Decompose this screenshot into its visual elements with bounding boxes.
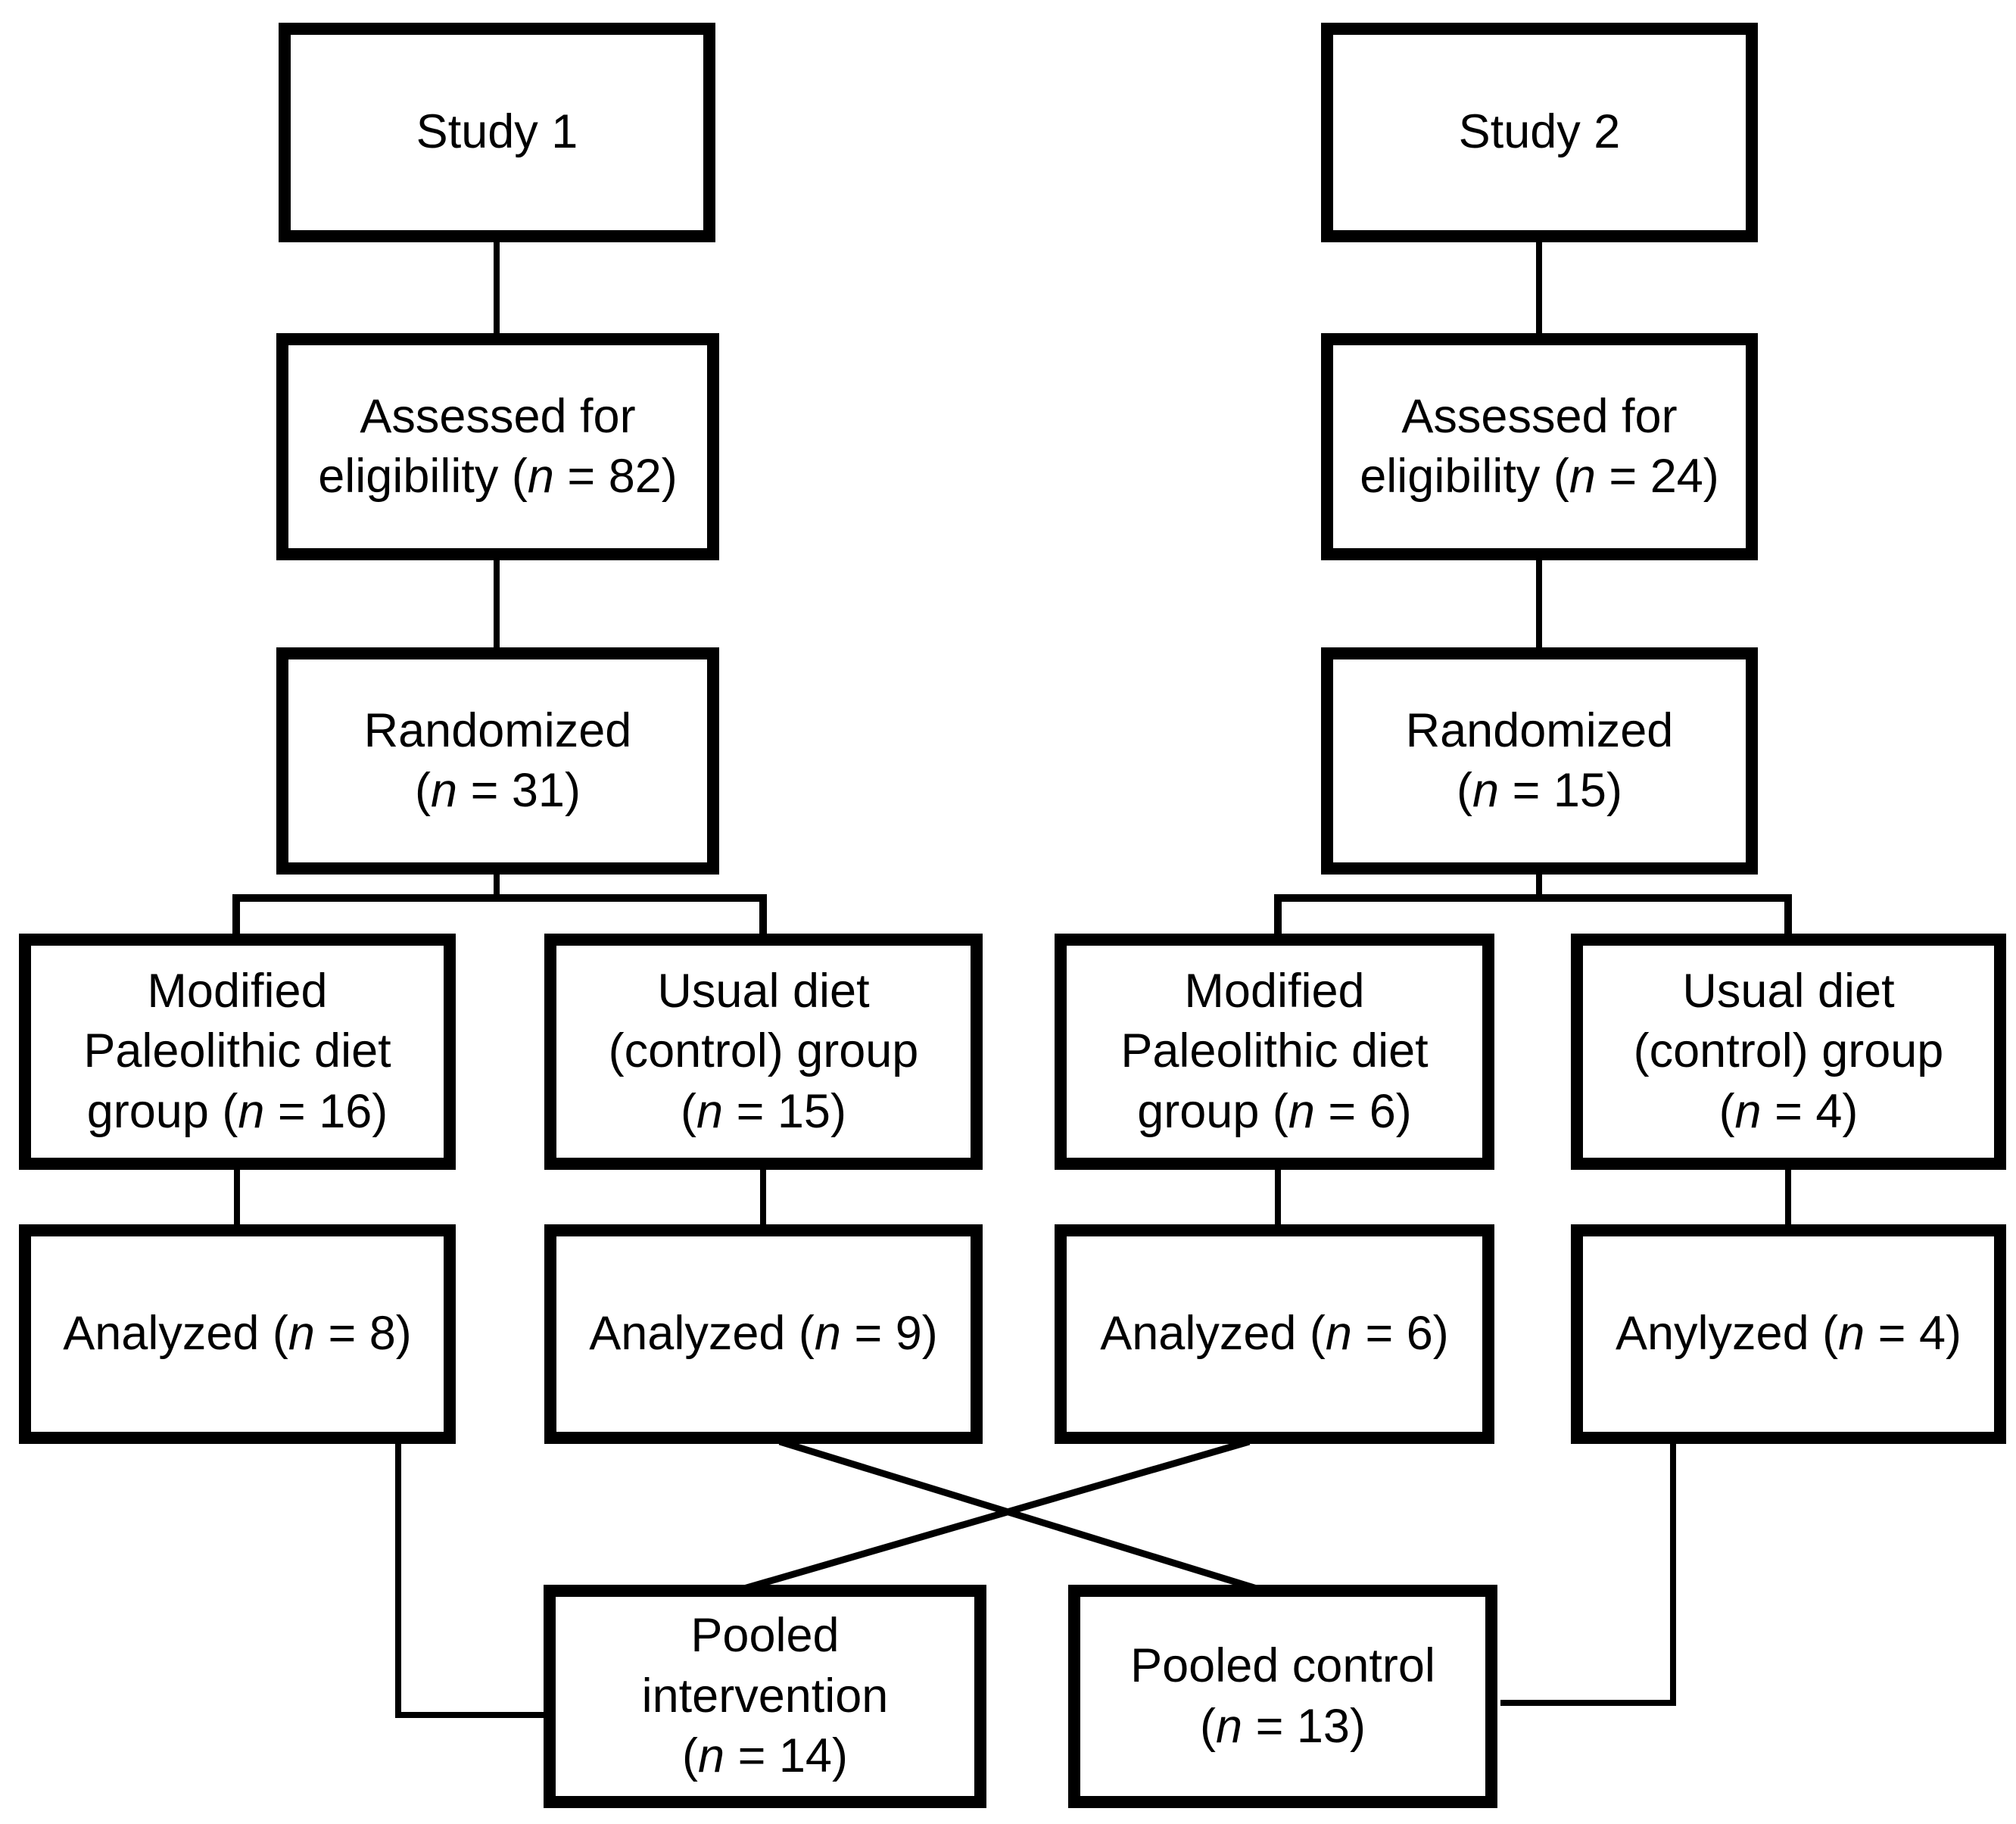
edge-analyzed1i-pooled-intervention <box>395 1441 547 1718</box>
node-study2: Study 2 <box>1321 23 1758 242</box>
node-randomized-study2: Randomized(n = 15) <box>1321 647 1758 875</box>
node-pooled-control: Pooled control(n = 13) <box>1068 1585 1497 1808</box>
node-analyzed1-control: Analyzed (n = 9) <box>544 1224 983 1444</box>
edge-analyzed2i-pooled-intervention <box>743 1438 1251 1592</box>
node-randomized-study1: Randomized(n = 31) <box>276 647 719 875</box>
node-analyzed1-intervention: Analyzed (n = 8) <box>19 1224 456 1444</box>
node-analyzed2-intervention: Analyzed (n = 6) <box>1055 1224 1494 1444</box>
node-group1-control: Usual diet(control) group(n = 15) <box>544 934 983 1170</box>
node-study1: Study 1 <box>279 23 715 242</box>
node-analyzed2-control: Anylyzed (n = 4) <box>1571 1224 2006 1444</box>
edge-analyzed2c-pooled-control <box>1500 1441 1676 1706</box>
node-group2-control: Usual diet(control) group(n = 4) <box>1571 934 2006 1170</box>
edge-analyzed1c-pooled-control <box>778 1438 1258 1592</box>
